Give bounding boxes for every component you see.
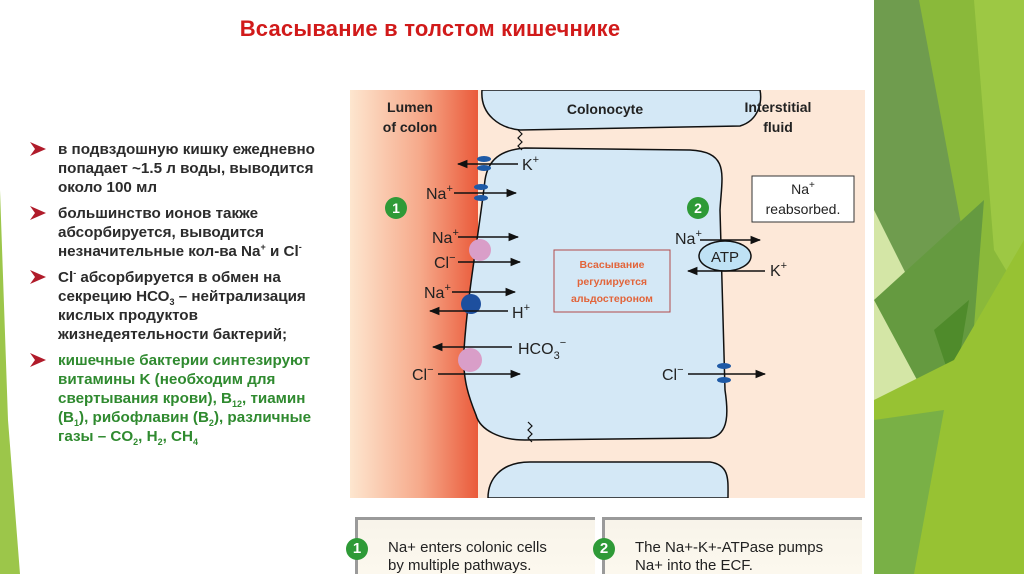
ion-label-na-2: Na+	[432, 227, 459, 247]
bullet-arrow-icon	[30, 206, 46, 220]
reabsorbed-line2: reabsorbed.	[766, 201, 841, 217]
atp-label: ATP	[711, 249, 739, 266]
na-channel	[474, 184, 488, 190]
bullet-item: в подвздошную кишку ежедневно попадает ~…	[26, 140, 336, 197]
svg-text:1: 1	[392, 200, 400, 216]
regulation-box	[553, 249, 671, 313]
interstitial-label-line2: fluid	[763, 119, 793, 135]
right-shape-h	[874, 410, 944, 574]
bullet-item: кишечные бактерии синтезируют витамины K…	[26, 351, 336, 447]
tight-junction-bottom	[527, 421, 533, 443]
cl-channel-lower	[717, 377, 731, 383]
regulation-line-2: регулируется	[577, 276, 647, 288]
na-channel-lower	[474, 195, 488, 201]
bullet-item: Cl- абсорбируется в обмен на секрецию НС…	[26, 268, 336, 344]
caption-number-2: 2	[593, 538, 615, 560]
lumen-label-line1: Lumen	[387, 99, 433, 115]
left-green-shape	[0, 190, 20, 574]
na-cl-cotransporter	[469, 239, 491, 261]
right-decoration	[874, 0, 1024, 574]
reabsorbed-box	[751, 175, 855, 223]
caption-1-line1: Na+ enters colonic cells	[388, 539, 547, 556]
colonocyte-label: Colonocyte	[567, 101, 643, 117]
cl-channel	[717, 363, 731, 369]
right-shape-c	[974, 0, 1024, 300]
caption-step-1: 1 Na+ enters colonic cells by multiple p…	[346, 517, 595, 575]
ion-label-na-pump: Na+	[675, 228, 702, 248]
interstitial-label-line1: Interstitial	[745, 99, 812, 115]
k-channel	[477, 156, 491, 162]
lumen-label-line2: of colon	[383, 119, 437, 135]
regulation-line-1: Всасывание	[580, 259, 645, 271]
svg-text:2: 2	[694, 200, 702, 216]
right-shape-a	[874, 0, 964, 300]
caption-1-line2: by multiple pathways.	[388, 557, 532, 574]
na-h-exchanger	[461, 294, 481, 314]
regulation-line-3: альдостероном	[571, 293, 653, 305]
lumen-region	[350, 90, 478, 498]
step-marker-1	[385, 197, 407, 219]
step-marker-2	[687, 197, 709, 219]
caption-number-1: 1	[346, 538, 368, 560]
bullet-arrow-icon	[30, 270, 46, 284]
left-decoration	[0, 190, 20, 574]
caption-text-2: The Na+-K+-ATPase pumps Na+ into the ECF…	[635, 539, 823, 575]
colonocyte-cell	[462, 147, 728, 441]
right-shape-f	[934, 300, 969, 390]
tight-junction-top	[517, 129, 523, 151]
caption-2-line1: The Na+-K+-ATPase pumps	[635, 539, 824, 556]
cl-hco3-exchanger	[458, 348, 482, 372]
reabsorbed-line1: Na+	[791, 180, 815, 197]
upper-cell	[481, 90, 762, 131]
bullet-item: большинство ионов также абсорбируется, в…	[26, 204, 336, 261]
bullet-arrow-icon	[30, 353, 46, 367]
caption-text-1: Na+ enters colonic cells by multiple pat…	[388, 539, 547, 575]
caption-2-line2: Na+ into the ECF.	[635, 557, 753, 574]
colonocyte-diagram: Lumen of colon Colonocyte Interstitial f…	[350, 90, 865, 498]
caption-step-2: 2 The Na+-K+-ATPase pumps Na+ into the E…	[593, 517, 862, 575]
slide-title: Всасывание в толстом кишечнике	[239, 16, 621, 41]
k-channel-lower	[477, 165, 491, 171]
bullet-list: в подвздошную кишку ежедневно попадает ~…	[26, 140, 336, 453]
ion-label-na-1: Na+	[426, 183, 453, 203]
lower-cell	[487, 461, 729, 498]
ion-label-na-3: Na+	[424, 282, 451, 302]
bullet-arrow-icon	[30, 142, 46, 156]
